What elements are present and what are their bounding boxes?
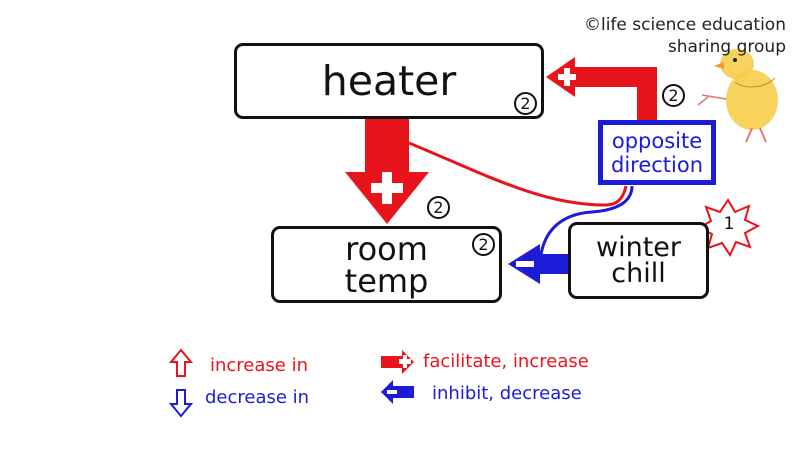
heater-to-room-arrow — [345, 118, 429, 224]
credit-line-1: ©life science education — [583, 15, 786, 35]
opposite-direction-node: opposite direction — [598, 120, 716, 185]
legend-up-arrow-icon — [168, 348, 194, 377]
heater-badge: 2 — [514, 92, 537, 115]
plus-sign-icon — [371, 172, 403, 204]
opposite-direction-label-line2: direction — [610, 152, 704, 177]
opposite-to-heater-arrow — [546, 57, 657, 122]
room-temp-badge: 2 — [472, 233, 495, 256]
legend-down-arrow-icon — [168, 389, 194, 418]
winter-to-room-arrow — [508, 244, 569, 284]
minus-sign-icon — [516, 261, 534, 267]
legend-facilitate-icon — [381, 350, 414, 374]
legend-increase-in: increase in — [210, 355, 308, 376]
winter-chill-label-line1: winter — [596, 231, 681, 263]
heater-label: heater — [321, 56, 457, 105]
room-temp-label-line1: room — [345, 229, 428, 268]
legend-decrease-in: decrease in — [205, 387, 310, 408]
heater-to-opposite-line — [408, 141, 628, 207]
burst-badge-icon — [696, 198, 761, 258]
heater-to-room-badge: 2 — [427, 196, 450, 219]
legend-inhibit: inhibit, decrease — [432, 383, 582, 404]
room-temp-node: room temp — [271, 226, 502, 303]
opposite-direction-badge: 2 — [662, 84, 685, 107]
legend-inhibit-icon — [381, 380, 414, 404]
legend-facilitate: facilitate, increase — [423, 351, 589, 372]
plus-sign-icon — [558, 68, 576, 86]
credit-text: ©life science education sharing group — [584, 14, 786, 58]
heater-node: heater — [234, 43, 544, 119]
winter-chill-label-line2: chill — [611, 257, 666, 289]
winter-chill-node: winter chill — [568, 222, 709, 299]
room-temp-label-line2: temp — [344, 261, 429, 300]
opposite-to-inhibit-line — [538, 185, 634, 264]
winter-chill-badge: 1 — [723, 214, 735, 234]
credit-line-2: sharing group — [667, 37, 786, 57]
chick-illustration-icon — [697, 49, 778, 143]
opposite-direction-label-line1: opposite — [611, 128, 703, 153]
